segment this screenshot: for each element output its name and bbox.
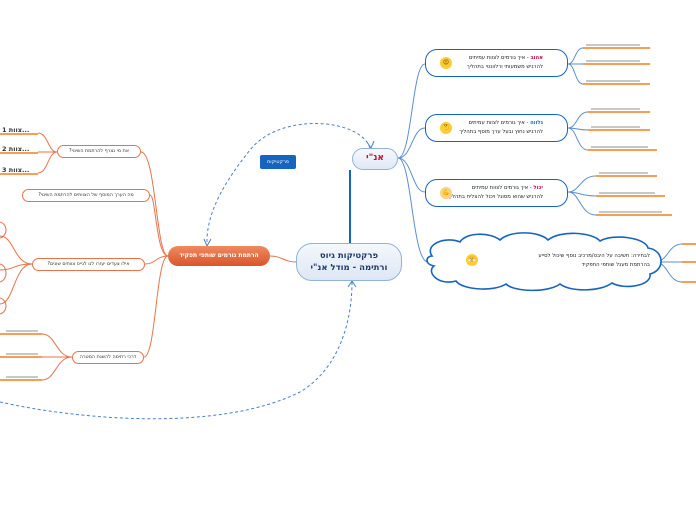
- balloon-capable-line2: להרגיש שהוא מסוגל ויכול להצליח בתהליך: [447, 194, 543, 200]
- cloud-shape: [426, 232, 662, 292]
- balloon-loved-line1: אהוב - איך גורמים לצוות עמיתים: [434, 54, 543, 63]
- cloud-line1: לבחירה: חשיבה על היבט/מרכיב נוסף שיכול ל…: [538, 253, 650, 259]
- team-label-1[interactable]: צוות 1...: [2, 126, 30, 134]
- balloon-loved-text: - איך גורמים לצוות עמיתים: [468, 55, 531, 61]
- flexed-arm-emoji-icon: 💪: [440, 187, 452, 199]
- balloon-loved[interactable]: אהוב - איך גורמים לצוות עמיתים להרגיש מש…: [425, 49, 568, 77]
- balloon-needed-line2: להרגיש נחוץ ובעל ערך מוסף בתהליך: [459, 129, 543, 135]
- balloon-loved-keyword: אהוב: [530, 55, 543, 61]
- balloon-needed-line1: נלווה - איך גורמים לצוות עמיתים: [434, 119, 543, 128]
- steam-face-emoji-icon: 😤: [466, 254, 478, 266]
- central-topic[interactable]: פרקטיקות גיוס ורתימה - מודל אנ"י: [296, 243, 402, 281]
- balloon-needed-keyword: נלווה: [530, 120, 543, 126]
- central-topic-line1: פרקטיקות גיוס: [319, 251, 379, 261]
- cloud-line2: בהרתמת מעגל שותפי התפקיד: [581, 262, 651, 268]
- ani-topic[interactable]: אנ"י: [352, 148, 398, 170]
- balloon-capable[interactable]: יכול - איך גורמים לצוות עמיתים להרגיש שה…: [425, 179, 568, 207]
- question-who-to-include[interactable]: את מי נצרף להרתמת השינוי?: [57, 145, 141, 158]
- team-label-3[interactable]: צוות 3...: [2, 166, 30, 174]
- practices-tag[interactable]: פרקטיקות: [260, 155, 296, 169]
- team-label-2[interactable]: צוות 2...: [2, 145, 30, 153]
- heart-eyes-emoji-icon: 😍: [440, 57, 452, 69]
- question-steps[interactable]: אילו צעדים יעזרו לנו לגייס צוותים שונים?: [32, 258, 145, 271]
- balloon-capable-line1: יכול - איך גורמים לצוות עמיתים: [434, 184, 543, 193]
- balloon-capable-text: - איך גורמים לצוות עמיתים: [471, 185, 534, 191]
- balloon-needed-text: - איך גורמים לצוות עמיתים: [468, 120, 531, 126]
- cloud-topic[interactable]: לבחירה: חשיבה על היבט/מרכיב נוסף שיכול ל…: [480, 252, 650, 270]
- question-engagement-ways[interactable]: דרכי רתימה להשגת המטרה: [72, 351, 144, 364]
- balloon-capable-keyword: יכול: [533, 185, 543, 191]
- question-added-value[interactable]: מה הערך המוסף של הצוותים להרתמת השינוי?: [22, 189, 150, 202]
- thinking-emoji-icon: 🤔: [440, 122, 452, 134]
- central-topic-line2: ורתימה - מודל אנ"י: [310, 263, 388, 273]
- balloon-loved-line2: להרגיש משמעותי ורלוונטי בתהליך: [466, 64, 543, 70]
- stakeholders-topic[interactable]: הרתמת גורמים שותפי תפקיד: [168, 246, 270, 266]
- balloon-needed[interactable]: נלווה - איך גורמים לצוות עמיתים להרגיש נ…: [425, 114, 568, 142]
